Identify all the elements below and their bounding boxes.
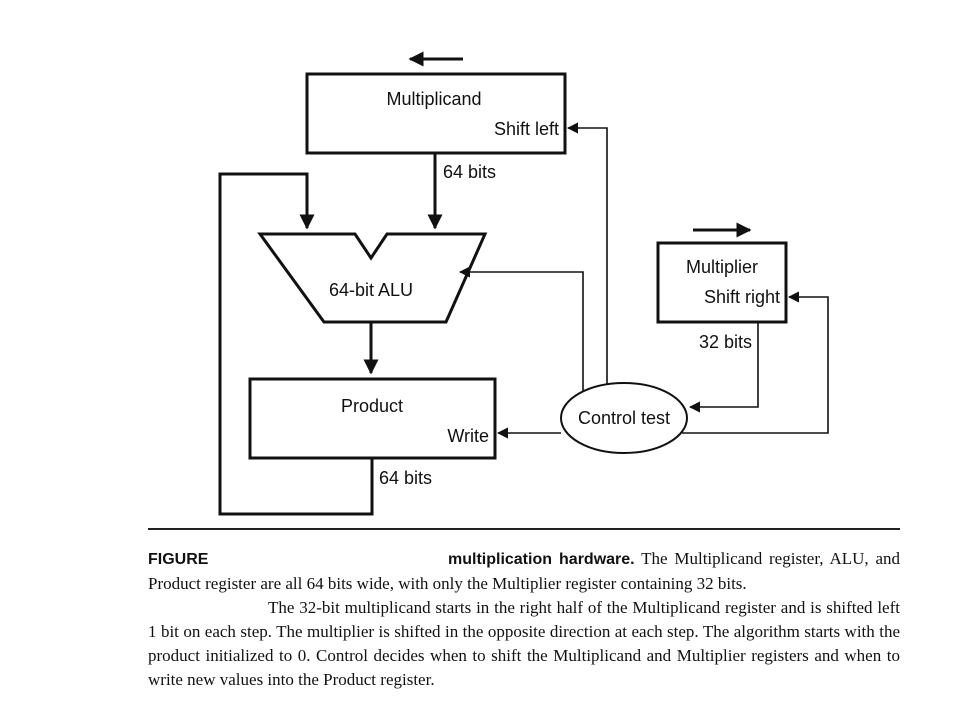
control-to-alu-line <box>458 266 584 391</box>
figure-caption: FIGURE multiplication hardware. The Multi… <box>148 547 900 692</box>
alu: 64-bit ALU <box>257 232 488 324</box>
multiplier-register: Multiplier Shift right <box>656 241 788 324</box>
control-test-label: Control test <box>578 408 670 428</box>
control-to-multiplier-line <box>682 291 829 434</box>
figure-label: FIGURE <box>148 551 209 568</box>
caption-second-paragraph: The 32-bit multiplicand starts in the ri… <box>148 598 900 689</box>
multiplicand-label: Multiplicand <box>386 89 481 109</box>
multiplicand-width-label: 64 bits <box>443 162 496 182</box>
control-test: Control test <box>560 382 688 454</box>
caption-divider <box>148 528 900 530</box>
product-register: Product Write <box>248 377 497 460</box>
multiplicand-register: Multiplicand Shift left <box>305 72 567 155</box>
product-width-label: 64 bits <box>379 468 432 488</box>
multiplier-shift-right-label: Shift right <box>704 287 780 307</box>
multiplier-to-control-line <box>688 322 759 413</box>
multiplicand-shift-left-label: Shift left <box>494 119 559 139</box>
caption-first-paragraph: FIGURE multiplication hardware. The Multi… <box>148 547 900 596</box>
multiplier-width-label: 32 bits <box>699 332 752 352</box>
product-write-label: Write <box>447 426 489 446</box>
product-feedback-bus <box>218 172 374 516</box>
product-label: Product <box>341 396 403 416</box>
multiplier-label: Multiplier <box>686 257 758 277</box>
control-to-multiplicand-line <box>566 122 608 384</box>
alu-label: 64-bit ALU <box>329 280 413 300</box>
figure-title: multiplication hardware. <box>448 551 635 568</box>
multiplication-hardware-diagram: Multiplicand Shift left 64-bit ALU Produ… <box>218 51 829 516</box>
caption-sentence-1: The Multiplicand register, ALU, and Prod… <box>148 549 900 593</box>
